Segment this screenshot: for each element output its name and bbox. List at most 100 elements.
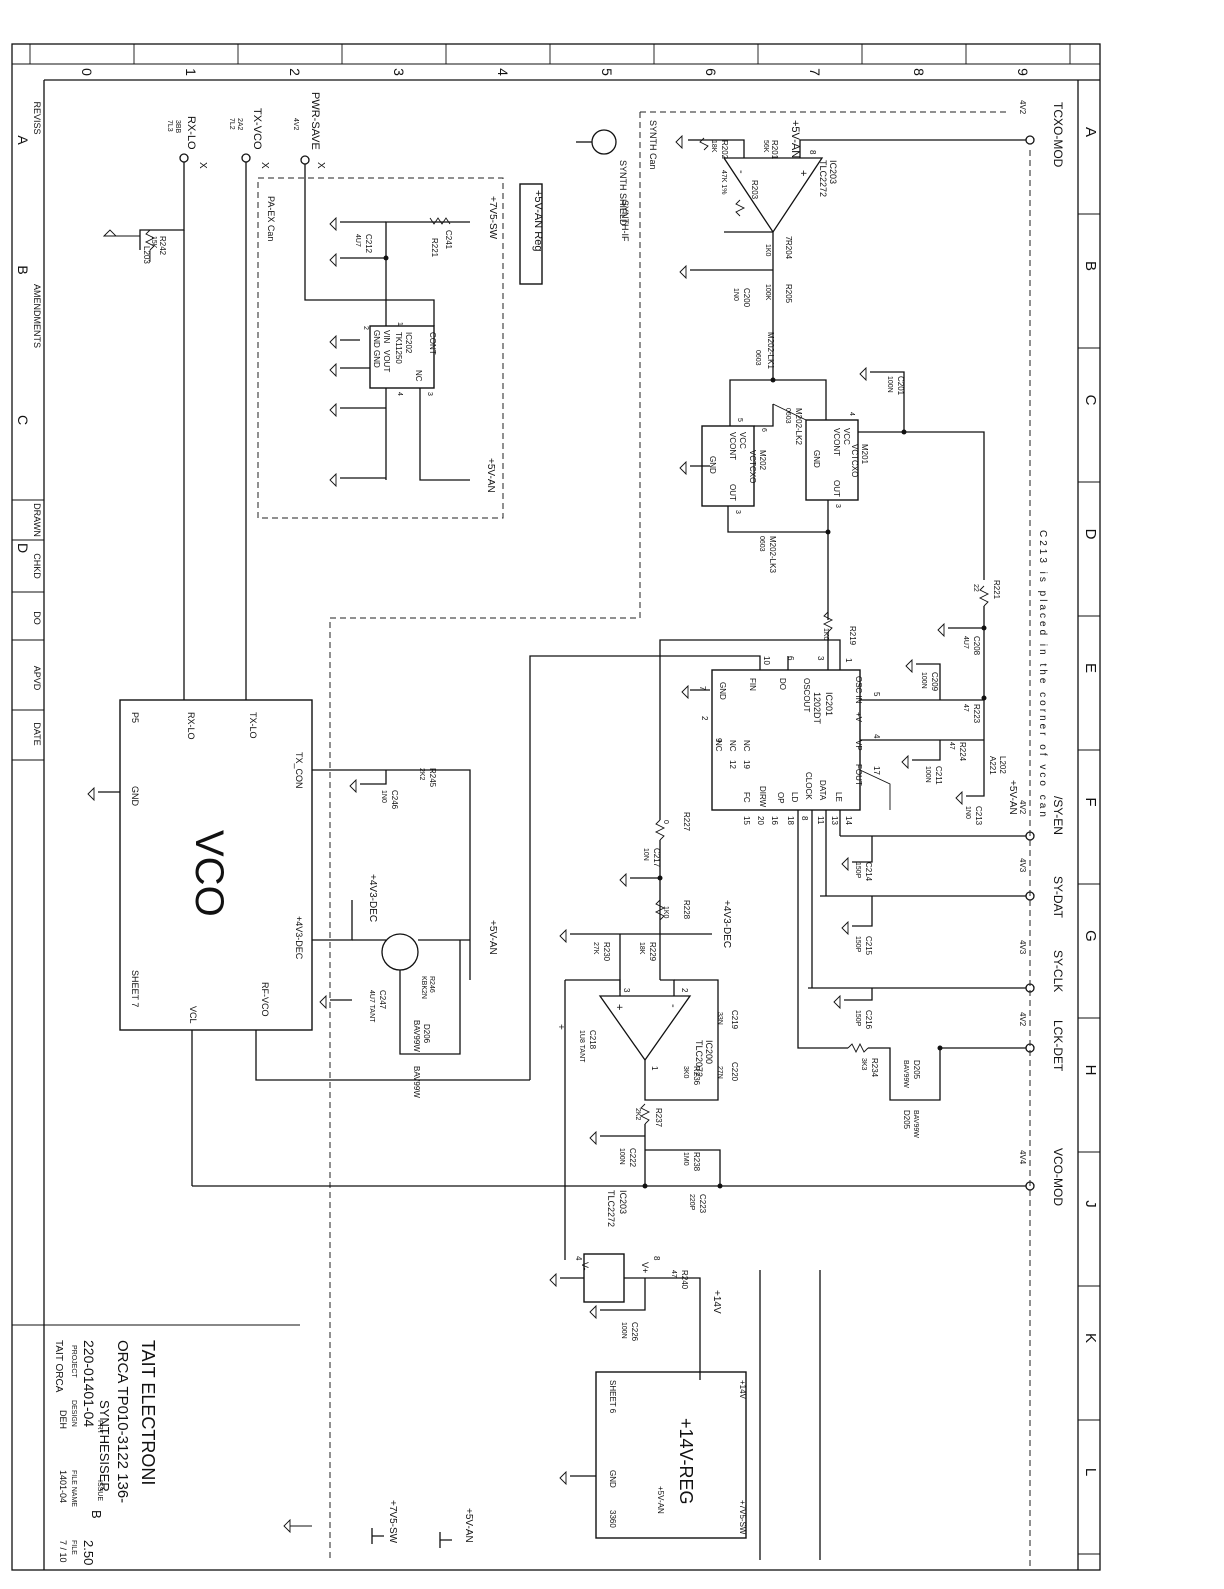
title-project: TAIT ORCA [53,1340,64,1393]
ic201-pin16: 16 [770,816,779,825]
r203-val: 47K 1% [720,170,727,195]
ground-icon [329,252,337,268]
m202-pin3: 3 [734,510,741,514]
d206-val-2: BAV99W [412,1066,421,1098]
c214-ref: C214 [864,862,873,882]
ground-icon [679,264,687,280]
tx-vco-pin2: 7L2 [228,118,235,130]
pwr-save-terminal[interactable] [300,155,310,165]
r230-val: 27K [592,942,599,955]
ic201-pin8: 8 [800,816,809,821]
ic201-pin14: 14 [844,816,853,825]
col-8: 8 [911,68,927,76]
r219-ref: R219 [848,626,857,646]
title-extra-0: DEH [58,1410,68,1429]
vco-pin-tx-con: TX_CON [294,752,304,789]
14v-reg-pin-num: 3360 [608,1510,617,1528]
c229-ref: C212 [364,234,373,254]
r234-val: 3K3 [860,1058,867,1071]
ic201-osc-in: OSC IN [854,676,863,704]
col-4: 4 [495,68,511,76]
r227-ref: R227 [682,812,691,832]
col-7: 7 [807,68,823,76]
r230-ref: R230 [602,942,611,962]
ic201-data: DATA [818,780,827,801]
ic202-pin3: 3 [426,392,433,396]
ic201-fout: FOUT [854,764,863,786]
ic202-nc: NC [414,370,423,382]
ground-icon [102,229,118,237]
14v-reg-title: +14V-REG [676,1418,696,1505]
sy-dat-label: SY-DAT [1051,876,1065,919]
row-C-left: C [15,415,31,425]
c208-val: 4U7 [962,636,969,649]
ic200-pin2: 2 [680,988,689,993]
ground-icon [679,460,687,476]
v7v5sw-bottom-label: +7V5-SW [387,1500,398,1544]
14v-reg-pin-5v: +5V-AN [656,1486,665,1514]
c246-val: 1N0 [380,790,387,803]
14v-reg-pin-14v: +14V [738,1380,747,1400]
c226-val: 100N [620,1322,627,1339]
tcxo-mod-terminal[interactable] [1025,135,1035,145]
v7v5sw-label: +7V5-SW [487,196,498,240]
title-drawing-no: 220-01401-04 [81,1340,97,1427]
a221-ref: A221 [988,756,997,775]
vco-title: VCO [187,830,231,917]
title-label-design: DESIGN [70,1400,77,1427]
r229-ref: R229 [648,942,657,962]
d205b-ref: D205 [902,1110,911,1130]
vco-mod-pin: 4V4 [1018,1150,1027,1165]
rx-lo-pin: 3BB [174,120,181,134]
r229-val: 18K [638,942,645,955]
ground-icon [681,684,689,700]
left-connectors: RX-LO 3BB 7L3 TX-VCO 2A2 7L2 PWR-SAVE 4V… [139,92,326,700]
c243-val: 15K [150,236,157,249]
col-9: 9 [1015,68,1031,76]
ic201-pin7: 7 [698,686,707,691]
strip-amendments: AMENDMENTS [32,284,42,348]
m201-out: OUT [832,480,841,497]
r201-val: 56K [762,140,769,153]
ic201-pin9: 9 [714,738,723,743]
ic203b-ref: IC203 [618,1190,628,1214]
ground-icon [955,790,963,806]
tx-vco-terminal[interactable] [241,153,251,163]
title-label-file: FILE [70,1540,77,1555]
14v-reg-pin-gnd: GND [608,1470,617,1488]
m202-ref: M202 [758,450,767,471]
title-label-issue: ISSUE [96,1480,103,1501]
ic202-vout: VOUT [382,350,391,372]
ic201-op: OP [776,792,785,804]
ic201-dirw: DIRW [758,786,767,808]
ic201-pin1: 1 [844,658,853,663]
ic202-ref: IC202 [404,332,413,354]
tcxo-mod-label: TCXO-MOD [1051,102,1065,168]
right-connectors: TCXO-MOD 4V2 /SY-EN 4V2 SY-DAT 4V3 SY-CL… [192,100,1065,1206]
v5an-top-label: +5V-AN [789,120,801,158]
ground-icon [329,216,337,232]
c223-val: 220P [688,1194,695,1211]
vco-pin-tx-lo: TX-LO [248,712,258,739]
ic201-pin19: 19 [742,760,751,769]
title-extra-1: 1401-04 [58,1470,68,1503]
v5an-bottom-label: +5V-AN [463,1508,474,1543]
ic201-pin17: 17 [872,766,881,775]
row-L-right: L [1082,1468,1099,1476]
c229-val: 4U7 [354,234,361,247]
ic201-pin2: 2 [700,716,709,721]
tcxo-mod-pin: 4V2 [1018,100,1027,115]
r237-ref: R237 [654,1108,663,1128]
r204-val: 1K0 [764,244,771,257]
r201-ref: R201 [770,140,779,160]
c220-val: 27N [716,1066,723,1079]
rx-lo-terminal[interactable] [179,153,189,163]
sy-dat-pin: 4V3 [1018,858,1027,873]
title-scale: 2.50 [81,1540,96,1565]
c222-ref: C222 [628,1148,637,1168]
ic201-synthesiser [711,669,861,811]
ic201-le: LE [834,792,843,802]
ic200-pin1: 1 [650,1066,659,1071]
strip-reviss: REVISS [32,101,42,134]
